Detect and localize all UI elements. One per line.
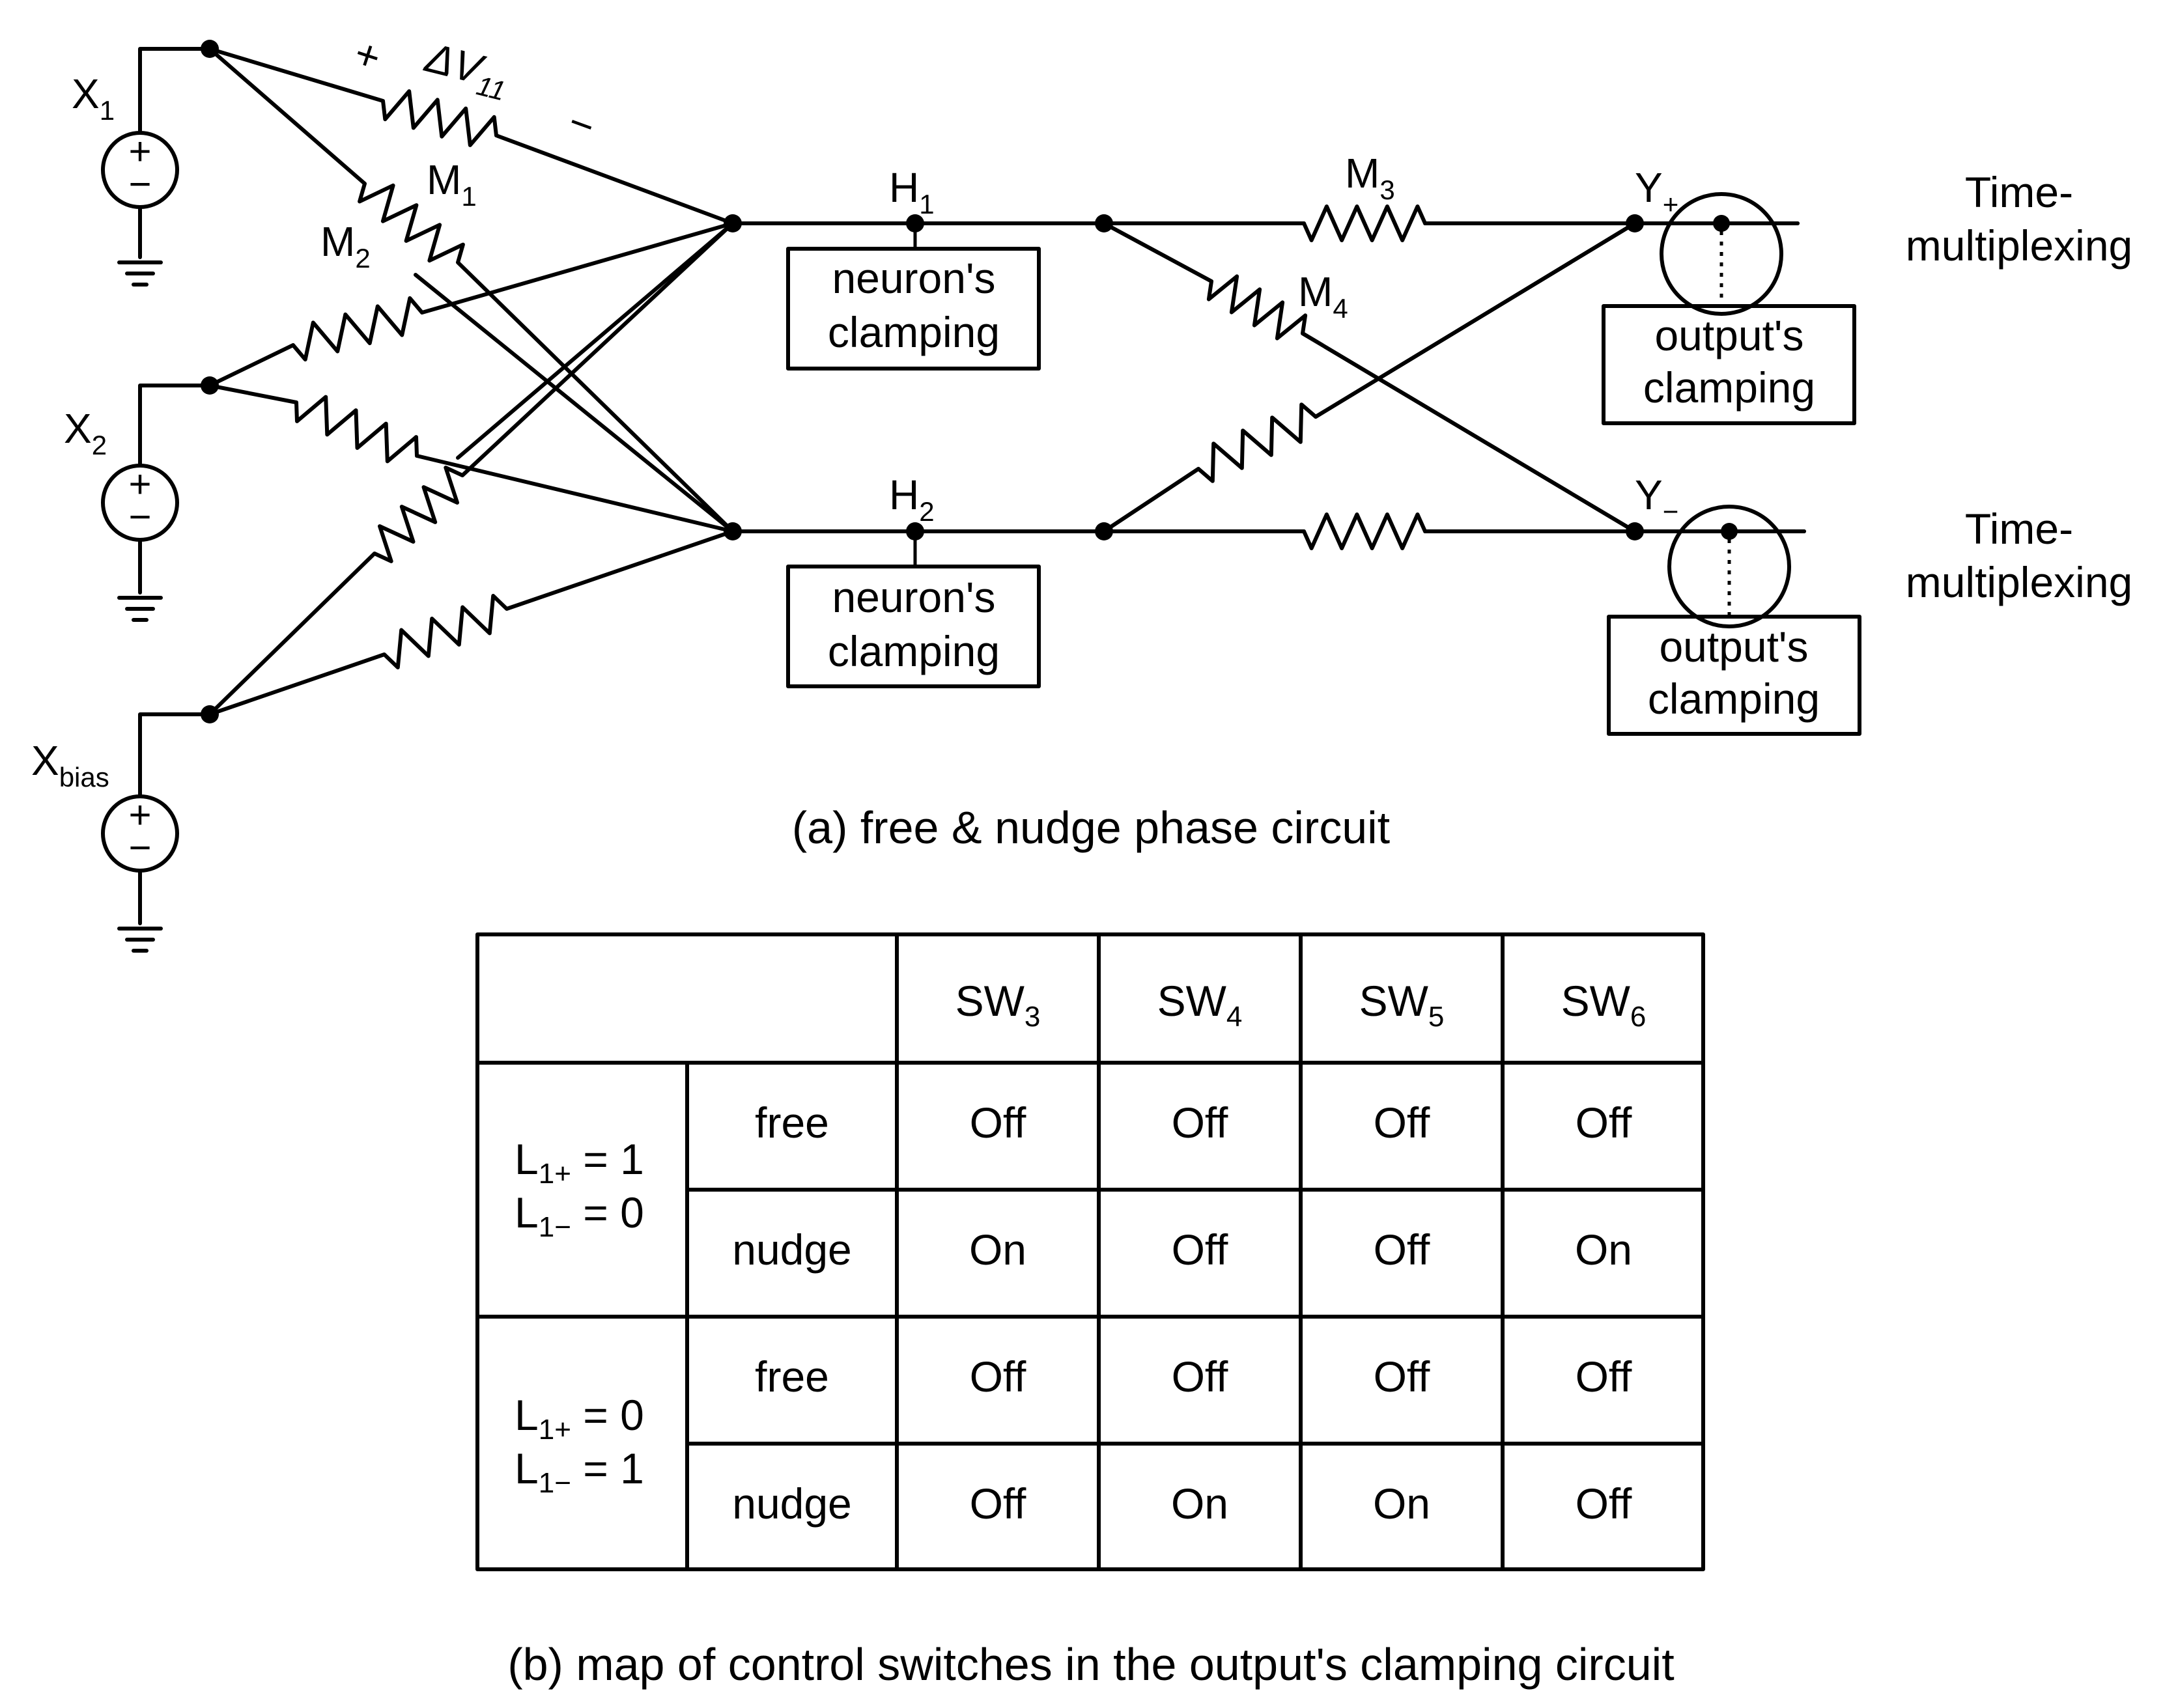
table-cell: On bbox=[1171, 1479, 1228, 1528]
voltage-source-x1: + − bbox=[101, 130, 179, 209]
source-minus: − bbox=[128, 826, 151, 869]
output-clamp-y-plus: output's clamping bbox=[1602, 192, 1856, 425]
table-header-sw6: SW6 bbox=[1561, 977, 1647, 1033]
label-x2: X2 bbox=[64, 405, 107, 460]
source-minus: − bbox=[128, 162, 151, 206]
svg-text:clamping: clamping bbox=[1643, 363, 1815, 412]
resistor-xbias-h2 bbox=[208, 529, 735, 716]
source-plus: + bbox=[128, 793, 151, 837]
table-cell: Off bbox=[1576, 1099, 1632, 1147]
caption-b: (b) map of control switches in the outpu… bbox=[507, 1639, 1674, 1690]
label-m2: M2 bbox=[320, 218, 371, 273]
time-multiplexing-label-bottom: Time- multiplexing bbox=[1906, 505, 2133, 606]
label-h2: H2 bbox=[889, 471, 935, 527]
svg-text:+: + bbox=[349, 29, 387, 81]
ground-icon bbox=[117, 596, 163, 622]
resistor-xbias-h1 bbox=[208, 221, 735, 716]
voltage-drop-label: + ΔV11 − bbox=[349, 29, 601, 150]
svg-text:clamping: clamping bbox=[828, 627, 1000, 675]
group2-cond2: L1− = 1 bbox=[515, 1444, 644, 1499]
table-cell: On bbox=[1575, 1225, 1632, 1274]
group1-cond1: L1+ = 1 bbox=[515, 1135, 644, 1190]
label-y-minus: Y− bbox=[1635, 471, 1678, 527]
svg-text:Time-: Time- bbox=[1965, 505, 2073, 553]
table-cell: Off bbox=[1172, 1099, 1228, 1147]
table-header-sw5: SW5 bbox=[1359, 977, 1445, 1033]
ground-icon bbox=[117, 260, 163, 287]
table-cell-phase: nudge bbox=[732, 1225, 852, 1274]
svg-text:multiplexing: multiplexing bbox=[1906, 558, 2133, 606]
voltage-source-xbias: + − bbox=[101, 793, 179, 873]
resistors bbox=[208, 47, 1637, 716]
svg-text:clamping: clamping bbox=[828, 308, 1000, 356]
table-cell: Off bbox=[1172, 1352, 1228, 1401]
source-minus: − bbox=[128, 495, 151, 539]
label-xbias: Xbias bbox=[31, 737, 109, 792]
neuron-clamping-box-h1: neuron's clamping bbox=[786, 247, 1041, 371]
table-cell: Off bbox=[1576, 1352, 1632, 1401]
table-cell: On bbox=[969, 1225, 1026, 1274]
svg-text:neuron's: neuron's bbox=[832, 254, 995, 302]
group2-cond1: L1+ = 0 bbox=[515, 1391, 644, 1446]
svg-text:Time-: Time- bbox=[1965, 168, 2073, 216]
resistor-m1 bbox=[208, 47, 735, 533]
resistor-h2-yminus bbox=[1102, 512, 1637, 550]
label-m1: M1 bbox=[427, 156, 477, 212]
svg-text:output's: output's bbox=[1654, 311, 1803, 359]
voltage-source-x2: + − bbox=[101, 462, 179, 542]
table-cell: Off bbox=[970, 1352, 1026, 1401]
svg-text:neuron's: neuron's bbox=[832, 573, 995, 621]
table-cell: Off bbox=[1576, 1479, 1632, 1528]
table-cell: Off bbox=[970, 1099, 1026, 1147]
resistor-x2-h1 bbox=[208, 221, 735, 387]
table-cell: Off bbox=[1374, 1099, 1430, 1147]
table-cell: Off bbox=[970, 1479, 1026, 1528]
svg-text:−: − bbox=[562, 98, 601, 150]
switch-map-table: SW3 SW4 SW5 SW6 L1+ = 1 L1− = 0 L1+ = 0 … bbox=[475, 932, 1705, 1571]
table-header-sw4: SW4 bbox=[1157, 977, 1243, 1033]
resistor-x1-h1 bbox=[208, 47, 735, 225]
resistor-h2-yplus bbox=[1102, 221, 1637, 533]
label-x1: X1 bbox=[72, 70, 115, 126]
circuit-wires bbox=[138, 47, 1806, 925]
neuron-clamping-box-h2: neuron's clamping bbox=[786, 565, 1041, 688]
time-multiplexing-label-top: Time- multiplexing bbox=[1906, 168, 2133, 270]
table-header-sw3: SW3 bbox=[955, 977, 1041, 1033]
table-cell-phase: nudge bbox=[732, 1479, 852, 1528]
table-cell-phase: free bbox=[755, 1352, 829, 1401]
resistor-x2-h2 bbox=[208, 384, 735, 533]
resistor-m4 bbox=[1102, 221, 1637, 533]
resistor-m3 bbox=[1102, 204, 1637, 242]
table-cell: On bbox=[1373, 1479, 1430, 1528]
svg-text:multiplexing: multiplexing bbox=[1906, 221, 2133, 270]
table-cell-phase: free bbox=[755, 1099, 829, 1147]
ground-icon bbox=[117, 927, 163, 953]
svg-text:output's: output's bbox=[1659, 623, 1808, 671]
label-h1: H1 bbox=[889, 164, 935, 219]
caption-a: (a) free & nudge phase circuit bbox=[792, 802, 1390, 853]
table-cell: Off bbox=[1172, 1225, 1228, 1274]
label-m4: M4 bbox=[1298, 268, 1348, 324]
svg-text:ΔV11: ΔV11 bbox=[418, 33, 514, 106]
group1-cond2: L1− = 0 bbox=[515, 1188, 644, 1243]
svg-text:clamping: clamping bbox=[1648, 675, 1820, 723]
label-m3: M3 bbox=[1345, 150, 1395, 205]
output-clamp-y-minus: output's clamping bbox=[1607, 505, 1861, 736]
table-cell: Off bbox=[1374, 1352, 1430, 1401]
source-plus: + bbox=[128, 130, 151, 173]
source-plus: + bbox=[128, 462, 151, 506]
table-cell: Off bbox=[1374, 1225, 1430, 1274]
label-y-plus: Y+ bbox=[1635, 164, 1678, 219]
